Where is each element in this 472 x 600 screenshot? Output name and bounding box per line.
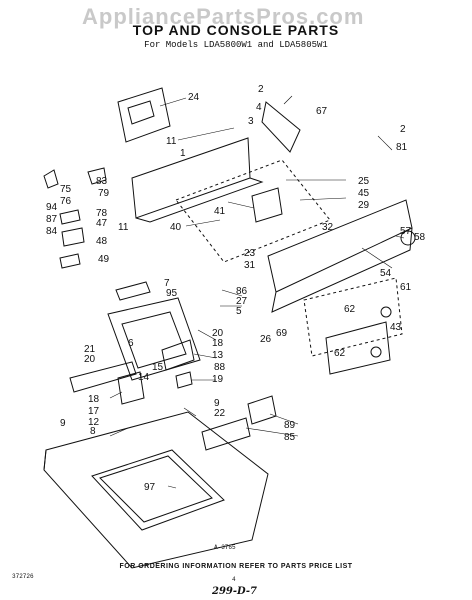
diagram-subtitle: For Models LDA5800W1 and LDA5805W1: [144, 40, 328, 50]
watermark: AppliancePartsPros.com: [82, 4, 365, 29]
callout-label: 27: [236, 296, 248, 307]
part-knob-62b: [370, 346, 382, 358]
callout-label: 54: [380, 268, 392, 279]
document-code: 372726: [12, 573, 34, 580]
callout-label: 13: [212, 350, 224, 361]
callout-label: 85: [284, 432, 296, 443]
callout-label: 95: [166, 288, 178, 299]
diagram-title: TOP AND CONSOLE PARTS: [132, 22, 340, 38]
callout-label: 23: [244, 248, 256, 259]
ordering-note: FOR ORDERING INFORMATION REFER TO PARTS …: [119, 563, 353, 570]
callout-label: 19: [212, 374, 224, 385]
callout-label: 22: [214, 408, 226, 419]
part-bracket-67: [261, 101, 301, 153]
part-back-panel-1: [131, 137, 251, 219]
callout-label: 2: [400, 124, 406, 135]
callout-label: 32: [322, 222, 334, 233]
callout-label: 75: [60, 184, 72, 195]
callout-label: 14: [138, 372, 150, 383]
callout-label: 76: [60, 196, 72, 207]
callout-label: 47: [96, 218, 108, 229]
callout-label: 67: [316, 106, 328, 117]
handwritten-code: 299-D-7: [212, 586, 257, 597]
part-knob-62: [380, 306, 392, 318]
callout-label: 62: [344, 304, 356, 315]
callout-label: 25: [358, 176, 370, 187]
figure-code: A-3765: [214, 544, 236, 551]
callout-label: 7: [164, 278, 170, 289]
part-group-75: [43, 167, 107, 189]
callout-label: 29: [358, 200, 370, 211]
page-number: 4: [232, 576, 236, 583]
callout-label: 40: [170, 222, 182, 233]
callout-label: 57: [400, 226, 412, 237]
callout-label: 26: [260, 334, 272, 345]
callout-label: 9: [60, 418, 66, 429]
callout-label: 84: [46, 226, 58, 237]
callout-label: 87: [46, 214, 58, 225]
callout-label: 83: [96, 176, 108, 187]
part-hinge-21: [69, 361, 137, 393]
part-handle-95: [115, 281, 151, 301]
callout-label: 31: [244, 260, 256, 271]
part-bracket-85: [201, 417, 251, 451]
part-spring-15: [175, 371, 193, 389]
callout-numbers: 2 24 4 67 3 11 1 2 81 83 79 75 76 94 78 …: [46, 84, 426, 493]
callout-label: 18: [88, 394, 100, 405]
part-switch-13: [161, 339, 195, 371]
callout-label: 48: [96, 236, 108, 247]
callout-label: 9: [214, 398, 220, 409]
callout-label: 11: [118, 222, 129, 233]
callout-label: 58: [414, 232, 426, 243]
callout-label: 5: [236, 306, 242, 317]
callout-label: 11: [166, 136, 177, 147]
part-timer-41: [251, 187, 283, 223]
callout-label: 8: [90, 426, 96, 437]
callout-label: 97: [144, 482, 156, 493]
callout-label: 61: [400, 282, 412, 293]
part-plane-43: [303, 277, 403, 357]
part-plane-40: [175, 159, 331, 263]
callout-label: 78: [96, 208, 108, 219]
callout-label: 45: [358, 188, 370, 199]
callout-label: 41: [214, 206, 226, 217]
part-switch-89: [247, 395, 277, 425]
callout-label: 24: [188, 92, 200, 103]
callout-label: 4: [256, 102, 262, 113]
callout-label: 17: [88, 406, 100, 417]
callout-label: 3: [248, 116, 254, 127]
callout-label: 21: [84, 344, 96, 355]
callout-label: 20: [84, 354, 96, 365]
part-group-47: [59, 209, 85, 269]
callout-label: 6: [128, 338, 134, 349]
callout-label: 2: [258, 84, 264, 95]
callout-label: 20: [212, 328, 224, 339]
callout-label: 69: [276, 328, 288, 339]
callout-label: 89: [284, 420, 296, 431]
callout-label: 12: [88, 417, 100, 428]
callout-label: 15: [152, 362, 164, 373]
callout-label: 43: [390, 322, 402, 333]
callout-label: 86: [236, 286, 248, 297]
callout-label: 79: [98, 188, 110, 199]
callout-label: 49: [98, 254, 110, 265]
callout-label: 1: [180, 148, 186, 159]
callout-label: 62: [334, 348, 346, 359]
callout-label: 94: [46, 202, 58, 213]
part-bracket-18: [117, 371, 145, 405]
part-knob-57: [400, 230, 416, 246]
callout-label: 81: [396, 142, 408, 153]
callout-label: 18: [212, 338, 224, 349]
part-bracket-24: [117, 87, 171, 143]
part-lid-6: [107, 297, 201, 381]
callout-label: 88: [214, 362, 226, 373]
